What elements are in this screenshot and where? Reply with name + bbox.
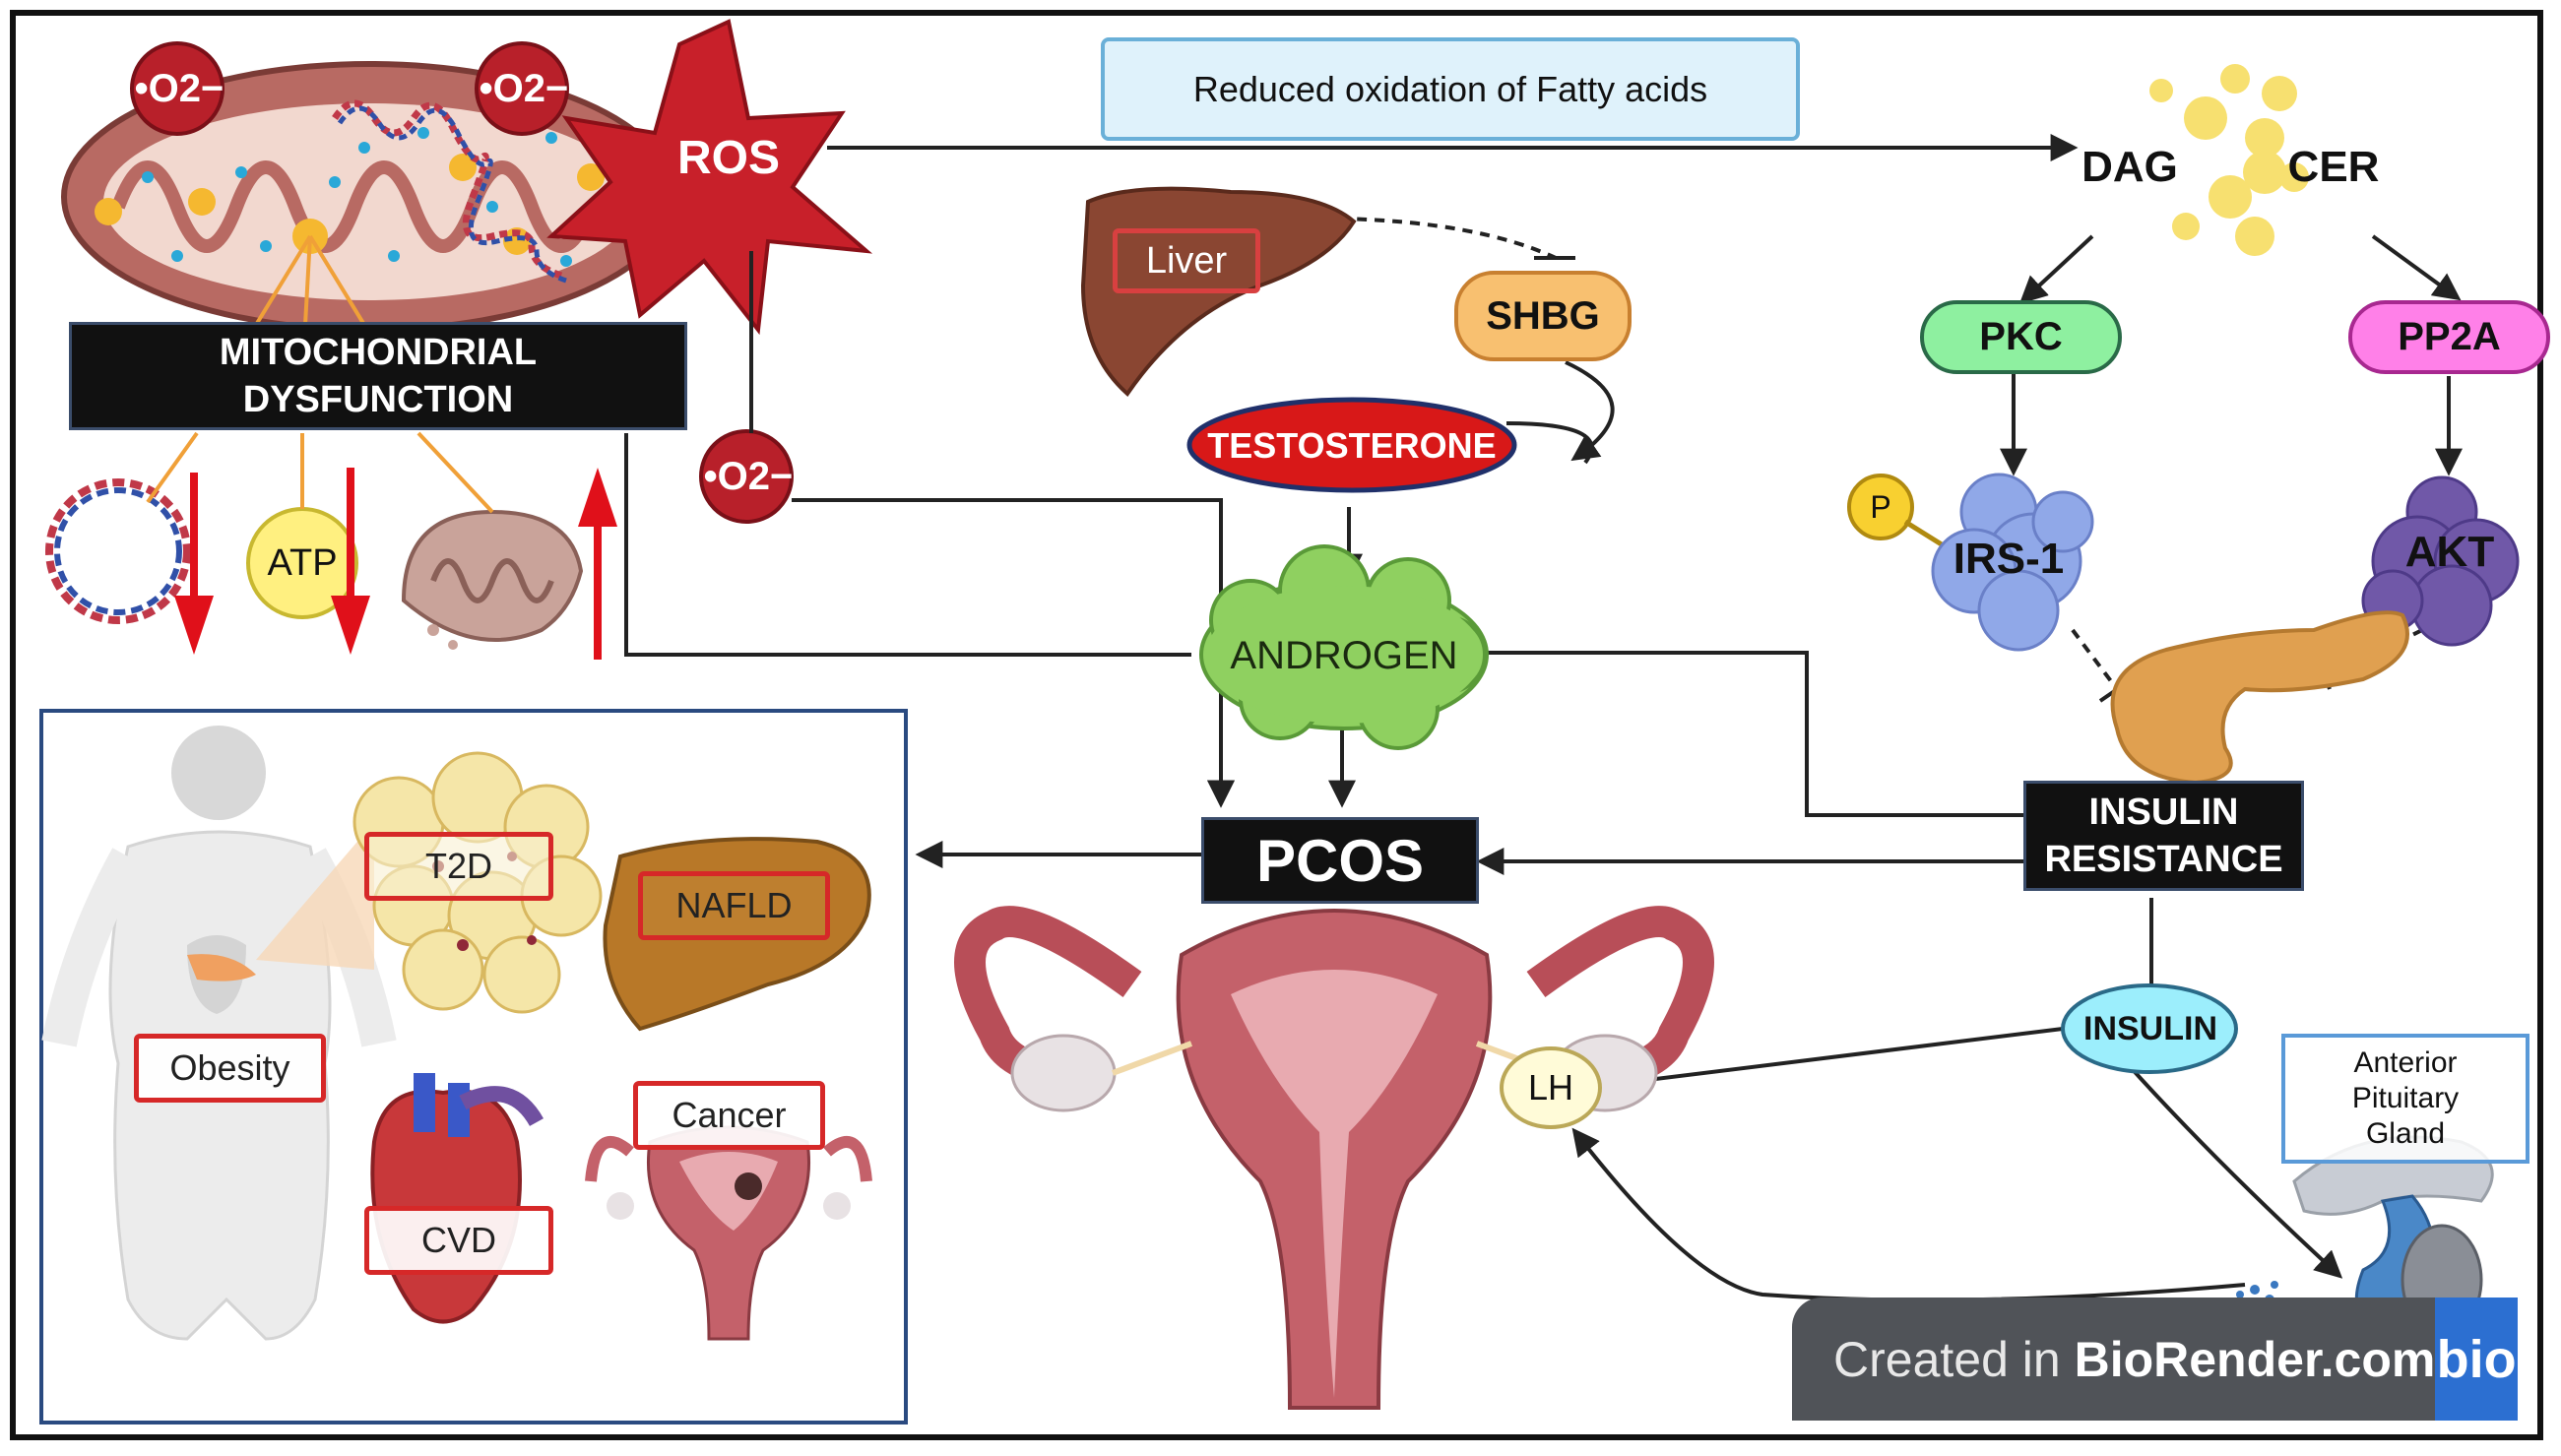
- lh-label: LH: [1527, 1067, 1574, 1108]
- damaged-mitochondrion-icon: [401, 509, 584, 650]
- dag-label: DAG: [2081, 143, 2178, 191]
- fatty-liver-illustration: [603, 837, 871, 1032]
- biorender-watermark: Created in BioRender.com bio: [1792, 1298, 2518, 1421]
- liver-shbg-inhibition: [1338, 217, 1615, 462]
- atp-label: ATP: [267, 541, 338, 584]
- pcos-box: PCOS: [1201, 817, 1479, 904]
- cer-label: CER: [2287, 143, 2380, 191]
- akt-label: AKT: [2404, 527, 2495, 576]
- insulin-resistance-box: INSULIN RESISTANCE: [2023, 781, 2304, 891]
- uterus-illustration: [954, 906, 1714, 1410]
- red-trend-arrows: [174, 468, 617, 660]
- nafld-label: NAFLD: [638, 871, 830, 940]
- lh-ellipse: [1500, 1046, 1602, 1129]
- pkc-label: PKC: [1920, 300, 2122, 374]
- lipid-droplets: [2149, 64, 2309, 256]
- watermark-text: Created in BioRender.com: [1792, 1331, 2435, 1388]
- adipose-tissue-illustration: [352, 751, 603, 1014]
- insulin-ellipse: [2061, 983, 2238, 1074]
- liver-label: Liver: [1113, 228, 1260, 293]
- zoom-wedge: [256, 822, 374, 970]
- pituitary-line2: Pituitary: [2351, 1082, 2460, 1114]
- mito-dysfunction-line1: MITOCHONDRIAL: [219, 332, 538, 373]
- pancreas-illustration: [2110, 610, 2409, 786]
- superoxide-label-1: •O2−: [134, 66, 224, 110]
- testosterone-label: TESTOSTERONE: [1207, 425, 1497, 466]
- insulin-resistance-line2: RESISTANCE: [2044, 839, 2283, 880]
- pp2a-label: PP2A: [2348, 300, 2550, 374]
- pituitary-line3: Gland: [2365, 1117, 2446, 1150]
- insulin-resistance-line1: INSULIN: [2088, 791, 2239, 833]
- cancer-label: Cancer: [633, 1081, 825, 1150]
- obesity-label: Obesity: [134, 1034, 326, 1103]
- superoxide-circles: [130, 41, 794, 524]
- androgen-cloud: [1199, 544, 1489, 750]
- pituitary-label-box: Anterior Pituitary Gland: [2281, 1034, 2529, 1164]
- shbg-label: SHBG: [1454, 271, 1632, 361]
- mito-dysfunction-line2: DYSFUNCTION: [242, 379, 514, 420]
- watermark-prefix: Created in: [1833, 1331, 2075, 1387]
- fatty-acids-box: Reduced oxidation of Fatty acids: [1101, 37, 1800, 141]
- t2d-label: T2D: [364, 832, 553, 901]
- androgen-label: ANDROGEN: [1230, 633, 1458, 677]
- watermark-brand: BioRender.com: [2074, 1331, 2436, 1387]
- pathway-connectors: [624, 134, 2463, 1302]
- superoxide-label-3: •O2−: [703, 454, 794, 498]
- testosterone-ellipse: [1186, 397, 1517, 493]
- biorender-logo: bio: [2435, 1298, 2518, 1421]
- pituitary-line1: Anterior: [2353, 1046, 2458, 1079]
- mitochondrial-dysfunction-box: MITOCHONDRIAL DYSFUNCTION: [69, 322, 687, 430]
- irs1-label: IRS-1: [1953, 534, 2065, 583]
- ros-starburst: [546, 19, 873, 336]
- irs1-protein-illustration: [1931, 473, 2094, 652]
- ros-label: ROS: [676, 131, 780, 184]
- cvd-label: CVD: [364, 1206, 553, 1275]
- phospho-circle: [1847, 474, 1914, 540]
- phospho-label: P: [1870, 488, 1891, 525]
- dna-circle-icon: [45, 478, 191, 624]
- superoxide-label-2: •O2−: [479, 66, 569, 110]
- insulin-label: INSULIN: [2083, 1009, 2217, 1047]
